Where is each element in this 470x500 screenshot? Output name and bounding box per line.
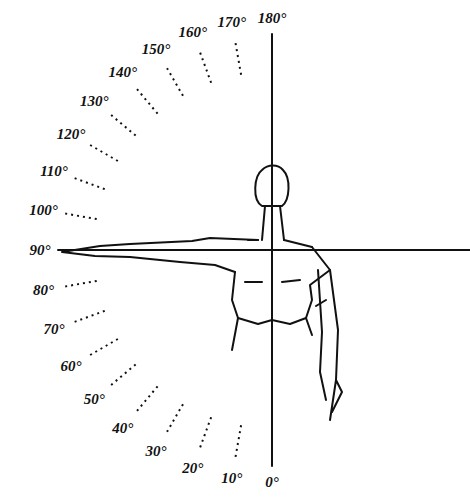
dotted-tick	[199, 49, 211, 83]
horizontal-axis	[58, 249, 470, 251]
angle-label: 150°	[141, 41, 172, 58]
dotted-tick	[108, 364, 136, 387]
angle-label: 160°	[177, 23, 208, 40]
angle-label: 120°	[56, 126, 87, 143]
dotted-tick	[87, 143, 118, 161]
dotted-tick	[199, 417, 211, 451]
torso	[232, 270, 330, 350]
head	[255, 166, 288, 207]
angle-label: 60°	[60, 358, 83, 375]
angle-label: 130°	[79, 92, 110, 109]
angle-label: 0°	[264, 474, 280, 491]
angle-label: 90°	[29, 242, 52, 259]
collar	[245, 280, 300, 282]
dotted-tick	[61, 213, 96, 219]
angle-label: 140°	[108, 64, 139, 81]
dotted-tick	[87, 339, 118, 357]
angle-label: 70°	[42, 321, 65, 338]
angle-label: 40°	[111, 419, 134, 436]
angle-label: 110°	[39, 162, 69, 179]
shoulders	[248, 240, 312, 247]
angle-ticks	[61, 39, 241, 460]
dotted-tick	[134, 86, 157, 114]
angle-label: 80°	[32, 282, 55, 299]
angle-label: 170°	[216, 13, 247, 30]
hanging-arm	[312, 247, 342, 420]
angle-label: 180°	[257, 10, 288, 27]
dotted-tick	[71, 177, 105, 189]
angle-label: 20°	[181, 460, 204, 477]
dotted-tick	[134, 386, 157, 414]
raised-arm	[62, 238, 258, 272]
angle-label: 50°	[83, 391, 106, 408]
dotted-tick	[235, 425, 241, 460]
neck	[262, 206, 284, 240]
angle-label: 100°	[28, 201, 59, 218]
dotted-tick	[165, 65, 183, 96]
dotted-tick	[165, 404, 183, 435]
dotted-tick	[61, 281, 96, 287]
angle-label: 10°	[220, 470, 243, 487]
dotted-tick	[235, 39, 241, 74]
chest	[238, 318, 306, 324]
dotted-tick	[108, 112, 136, 135]
dotted-tick	[71, 311, 105, 323]
angle-label: 30°	[145, 442, 168, 459]
armpit	[316, 300, 326, 306]
